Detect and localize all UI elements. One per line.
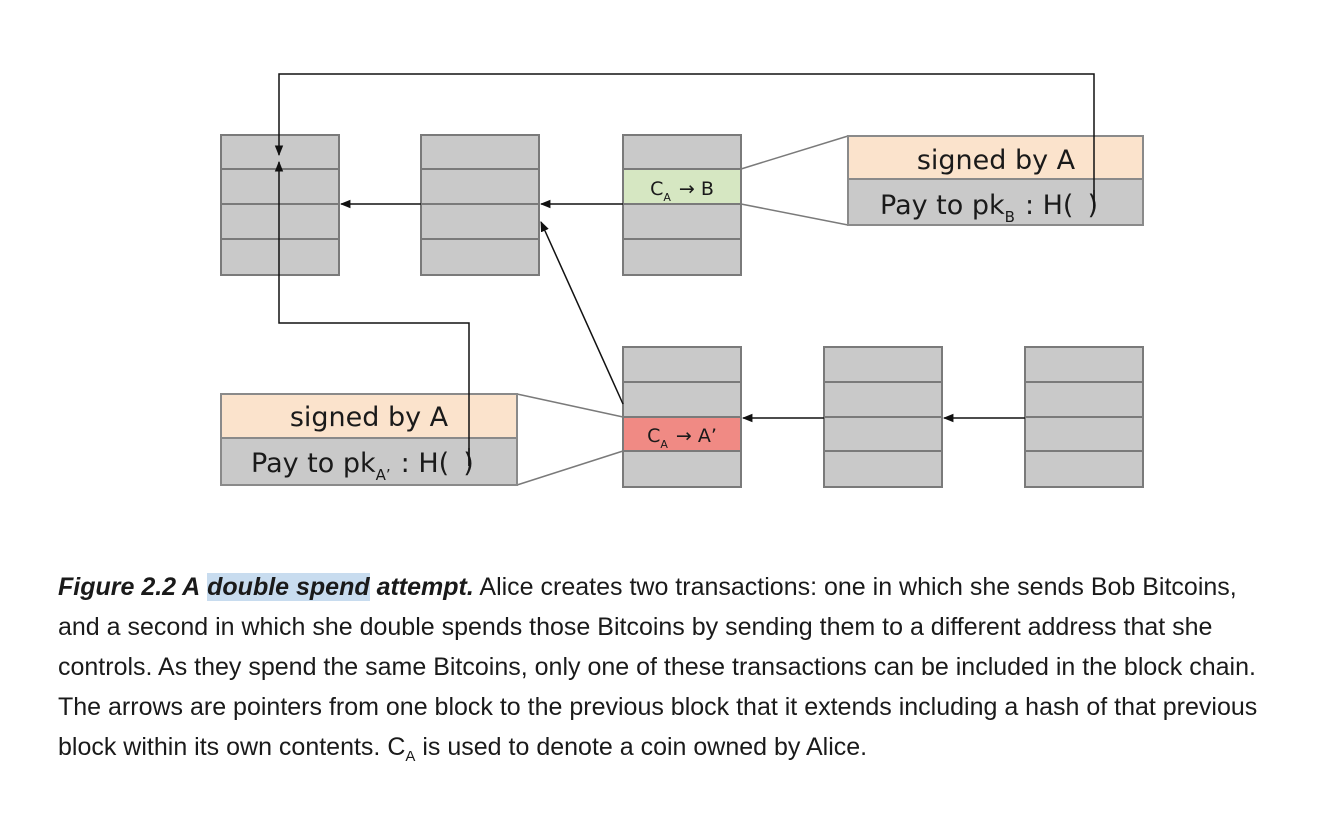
block-lower-tx: [622, 346, 742, 488]
caption-body: Alice creates two transactions: one in w…: [58, 573, 1258, 761]
lower-tx-label: CA→A’: [647, 425, 717, 451]
block-genesis: [220, 134, 340, 276]
block-lower-2: [823, 346, 943, 488]
block-lower-3: [1024, 346, 1144, 488]
callout-connectors: [516, 135, 849, 486]
highlighted-term: double spend: [207, 573, 370, 601]
tx-to-bob-row: [622, 168, 742, 205]
block-2: [420, 134, 540, 276]
upper-pay-text: Pay to pkB: H(): [880, 190, 1098, 226]
lower-tx-callout: [220, 393, 518, 486]
hash-pointer-lower: [274, 160, 470, 466]
caption-tail: is used to denote a coin owned by Alice.: [422, 733, 868, 761]
double-spend-diagram: CA→B CA→A’ signed by A Pay to pkB: H() s…: [220, 73, 1144, 488]
coin-symbol: CA: [387, 733, 416, 765]
hash-pointer-upper: [274, 73, 1095, 203]
block-upper-tx: [622, 134, 742, 276]
upper-tx-label: CA→B: [650, 178, 714, 204]
figure-label: Figure 2.2 A: [58, 573, 201, 601]
figure-caption: Figure 2.2 A double spend attempt. Alice…: [58, 567, 1278, 767]
lower-pay-text: Pay to pkA’: H(): [251, 448, 474, 484]
upper-signed-text: signed by A: [917, 145, 1076, 176]
chain-pointers: [274, 73, 1095, 466]
lower-signed-text: signed by A: [290, 402, 449, 433]
pointer-lowertx-to-block2: [540, 221, 624, 405]
figure-title-end: attempt.: [376, 573, 474, 601]
